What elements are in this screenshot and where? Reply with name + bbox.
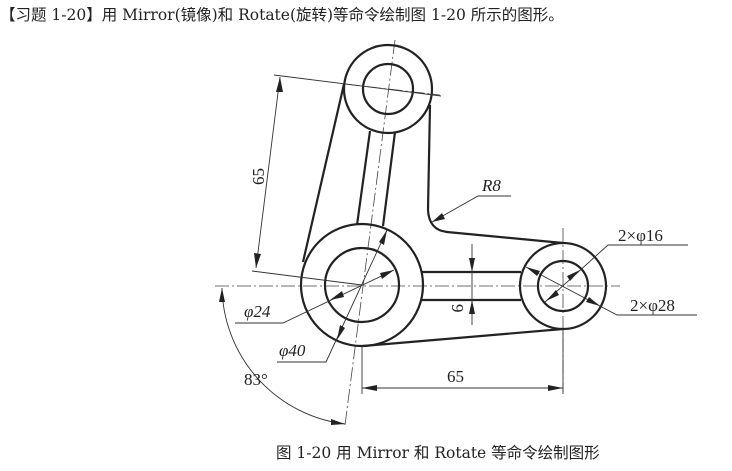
dimension-angle: 83° xyxy=(219,287,346,425)
dim-small-inner-label: 2×φ16 xyxy=(618,226,663,245)
dim-link-length-label: 65 xyxy=(249,168,268,185)
part-outline xyxy=(299,43,608,348)
dim-radius-label: R8 xyxy=(481,176,501,195)
dimension-radius: R8 xyxy=(431,176,511,223)
dim-slot-width-label: 9 xyxy=(448,304,467,313)
angled-centerline xyxy=(344,39,396,426)
dim-angle-label: 83° xyxy=(244,370,268,389)
dimension-link-length: 65 xyxy=(249,74,442,286)
exercise-title: 【习题 1-20】用 Mirror(镜像)和 Rotate(旋转)等命令绘制图 … xyxy=(0,6,564,24)
dimension-small-outer: 2×φ28 xyxy=(525,266,697,316)
dimension-main-outer: φ40 xyxy=(277,229,388,363)
dim-horizontal-label: 65 xyxy=(447,367,464,386)
dimension-horizontal: 65 xyxy=(361,329,564,394)
dimension-small-inner: 2×φ16 xyxy=(544,226,688,303)
dim-main-inner-label: φ24 xyxy=(244,302,271,321)
dim-small-outer-label: 2×φ28 xyxy=(630,296,675,315)
dimension-slot-width: 9 xyxy=(448,244,475,325)
dimension-main-inner: φ24 xyxy=(235,269,395,324)
dim-main-outer-label: φ40 xyxy=(279,341,306,360)
figure-caption: 图 1-20 用 Mirror 和 Rotate 等命令绘制图形 xyxy=(276,444,600,462)
